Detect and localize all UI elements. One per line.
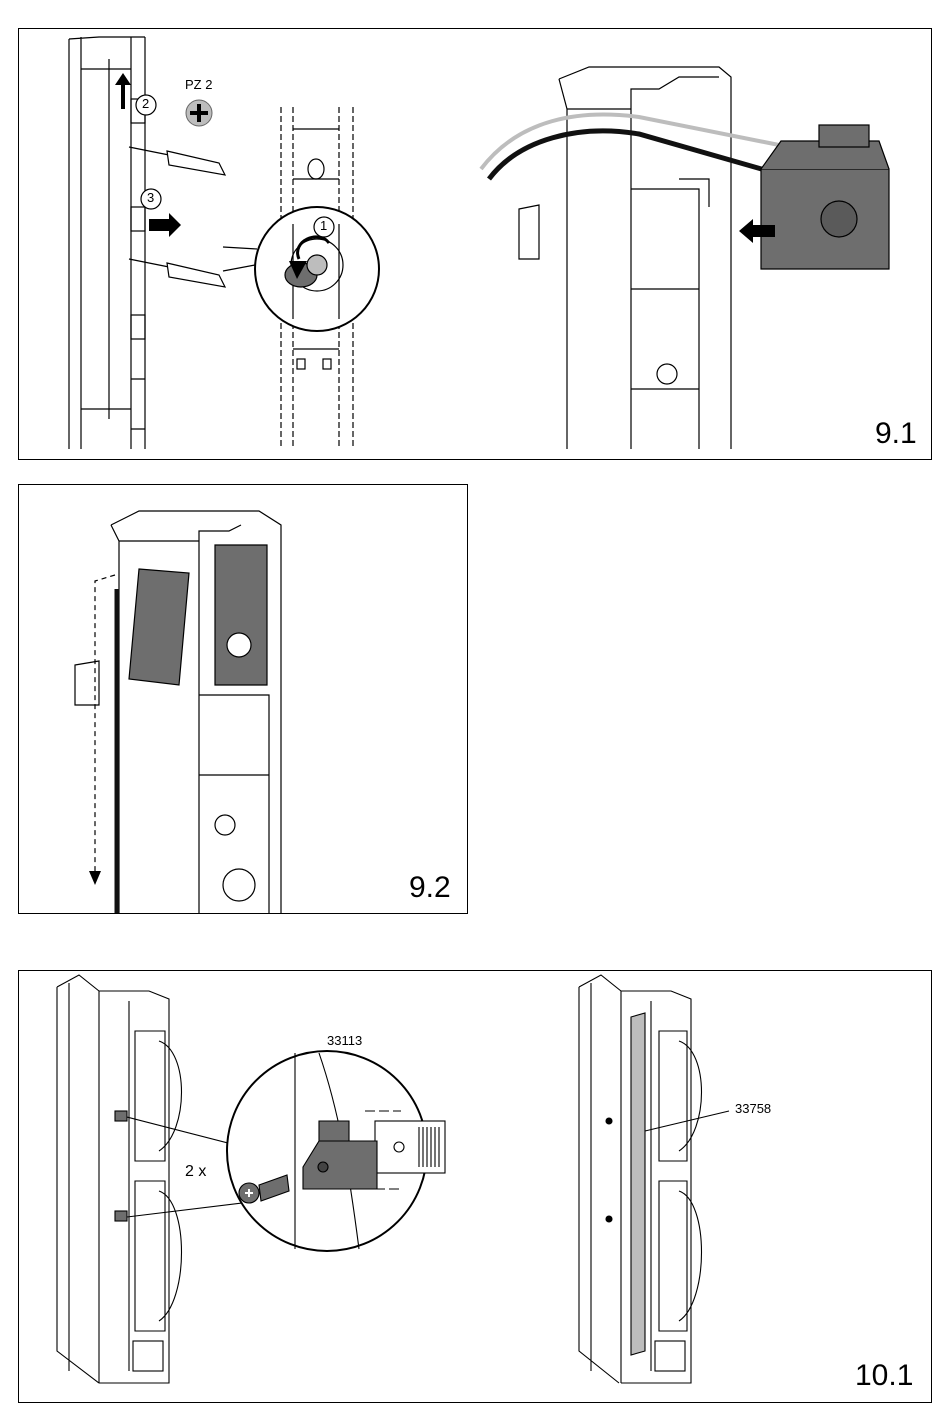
mounting-rail <box>631 1013 645 1355</box>
current-transformer-block <box>761 125 889 269</box>
panel-step-9-1: PZ 2 1 2 3 9.1 <box>18 28 932 460</box>
screwdriver-lower <box>129 259 225 287</box>
fuse-base-with-transformer <box>75 511 281 913</box>
cable-light <box>481 115 799 169</box>
magnifier-bracket-detail <box>227 1051 445 1251</box>
up-arrow-icon <box>115 73 131 109</box>
step-9-1-drawing <box>19 29 931 459</box>
panel-step-9-2: 9.2 <box>18 484 468 914</box>
callout-1: 1 <box>320 218 327 233</box>
phillips-screw-icon <box>186 100 212 126</box>
part-bracket-label: 33113 <box>327 1033 362 1048</box>
step-10-1-drawing <box>19 971 931 1402</box>
part-rail-label: 33758 <box>735 1101 771 1116</box>
quantity-label: 2 x <box>185 1163 206 1181</box>
step-number: 10.1 <box>855 1359 913 1393</box>
down-dashed-arrow-icon <box>89 575 115 885</box>
fuse-base-front-view <box>519 67 731 449</box>
step-9-2-drawing <box>19 485 467 913</box>
step-number: 9.2 <box>409 871 451 905</box>
screwdriver-upper <box>129 147 225 175</box>
fuse-switch-left <box>57 975 182 1383</box>
callout-2: 2 <box>142 96 149 111</box>
right-arrow-icon <box>149 213 181 237</box>
step-number: 9.1 <box>875 417 917 451</box>
callout-3: 3 <box>147 190 154 205</box>
fuse-column-side-view <box>69 37 145 449</box>
screw-type-label: PZ 2 <box>185 77 212 92</box>
panel-step-10-1: 33113 2 x 33758 10.1 <box>18 970 932 1403</box>
